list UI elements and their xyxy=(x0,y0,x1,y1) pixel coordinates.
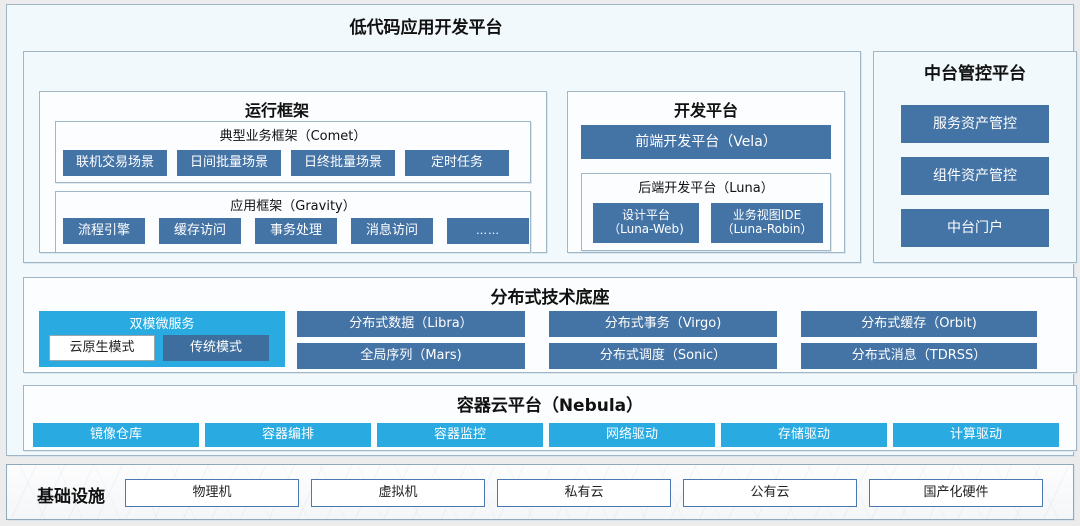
cloud-item[interactable]: 容器编排 xyxy=(205,423,371,447)
gravity-item[interactable]: …… xyxy=(447,218,529,244)
luna-backend-header: 后端开发平台（Luna） xyxy=(638,181,774,196)
infrastructure-item[interactable]: 国产化硬件 xyxy=(869,479,1043,507)
cloud-item[interactable]: 网络驱动 xyxy=(549,423,715,447)
distributed-item[interactable]: 分布式调度（Sonic） xyxy=(549,343,777,369)
comet-item[interactable]: 联机交易场景 xyxy=(63,150,167,176)
distributed-item[interactable]: 分布式消息（TDRSS） xyxy=(801,343,1037,369)
frontend-platform-chip[interactable]: 前端开发平台（Vela） xyxy=(581,125,831,159)
distributed-base-header: 分布式技术底座 xyxy=(490,288,610,308)
dualmode-item[interactable]: 云原生模式 xyxy=(49,335,155,361)
gravity-framework-header: 应用框架（Gravity） xyxy=(230,199,356,214)
luna-item[interactable]: 业务视图IDE （Luna-Robin） xyxy=(711,203,823,243)
infrastructure-label: 基础设施 xyxy=(37,487,105,507)
container-cloud-header: 容器云平台（Nebula） xyxy=(456,396,644,416)
infrastructure-item[interactable]: 公有云 xyxy=(683,479,857,507)
distributed-item[interactable]: 分布式缓存（Orbit) xyxy=(801,311,1037,337)
gravity-item[interactable]: 缓存访问 xyxy=(159,218,241,244)
dualmode-microservice-label: 双模微服务 xyxy=(129,317,195,332)
cloud-item[interactable]: 容器监控 xyxy=(377,423,543,447)
gravity-item[interactable]: 流程引擎 xyxy=(63,218,145,244)
comet-item[interactable]: 日间批量场景 xyxy=(177,150,281,176)
infrastructure-item[interactable]: 虚拟机 xyxy=(311,479,485,507)
midoffice-item[interactable]: 中台门户 xyxy=(901,209,1049,247)
midoffice-item[interactable]: 组件资产管控 xyxy=(901,157,1049,195)
infrastructure-item[interactable]: 物理机 xyxy=(125,479,299,507)
dualmode-item[interactable]: 传统模式 xyxy=(163,335,269,361)
luna-item[interactable]: 设计平台 （Luna-Web) xyxy=(593,203,699,243)
infrastructure-item[interactable]: 私有云 xyxy=(497,479,671,507)
runtime-framework-header: 运行框架 xyxy=(244,101,309,120)
distributed-item[interactable]: 分布式事务（Virgo) xyxy=(549,311,777,337)
distributed-item[interactable]: 全局序列（Mars) xyxy=(297,343,525,369)
distributed-item[interactable]: 分布式数据（Libra） xyxy=(297,311,525,337)
gravity-item[interactable]: 消息访问 xyxy=(351,218,433,244)
infrastructure-section: 基础设施 物理机 虚拟机 私有云 公有云 国产化硬件 xyxy=(6,464,1074,520)
comet-framework-header: 典型业务框架（Comet） xyxy=(219,129,367,144)
gravity-item[interactable]: 事务处理 xyxy=(255,218,337,244)
midoffice-control-header: 中台管控平台 xyxy=(924,64,1026,84)
cloud-item[interactable]: 计算驱动 xyxy=(893,423,1059,447)
cloud-item[interactable]: 镜像仓库 xyxy=(33,423,199,447)
cloud-item[interactable]: 存储驱动 xyxy=(721,423,887,447)
platform-panel: 低代码应用开发平台 运行框架 典型业务框架（Comet） 联机交易场景 日间批量… xyxy=(6,4,1077,456)
lowcode-platform-header: 低代码应用开发平台 xyxy=(349,18,503,38)
development-platform-header: 开发平台 xyxy=(673,101,738,120)
midoffice-item[interactable]: 服务资产管控 xyxy=(901,105,1049,143)
comet-item[interactable]: 定时任务 xyxy=(405,150,509,176)
comet-item[interactable]: 日终批量场景 xyxy=(291,150,395,176)
